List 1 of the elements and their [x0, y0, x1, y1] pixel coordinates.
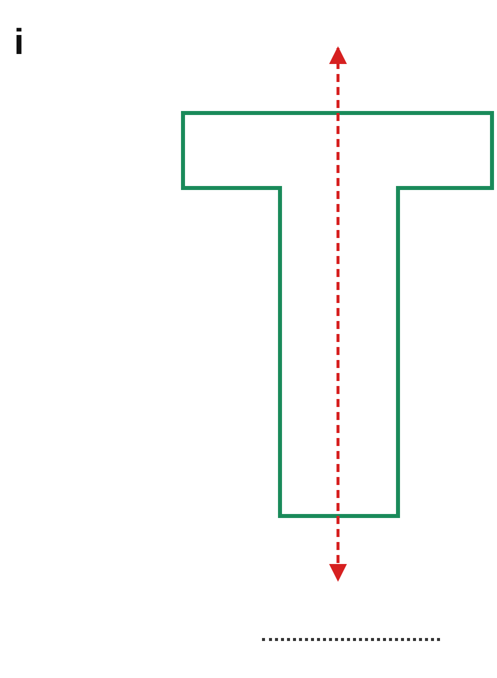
- question-label: i: [14, 22, 24, 62]
